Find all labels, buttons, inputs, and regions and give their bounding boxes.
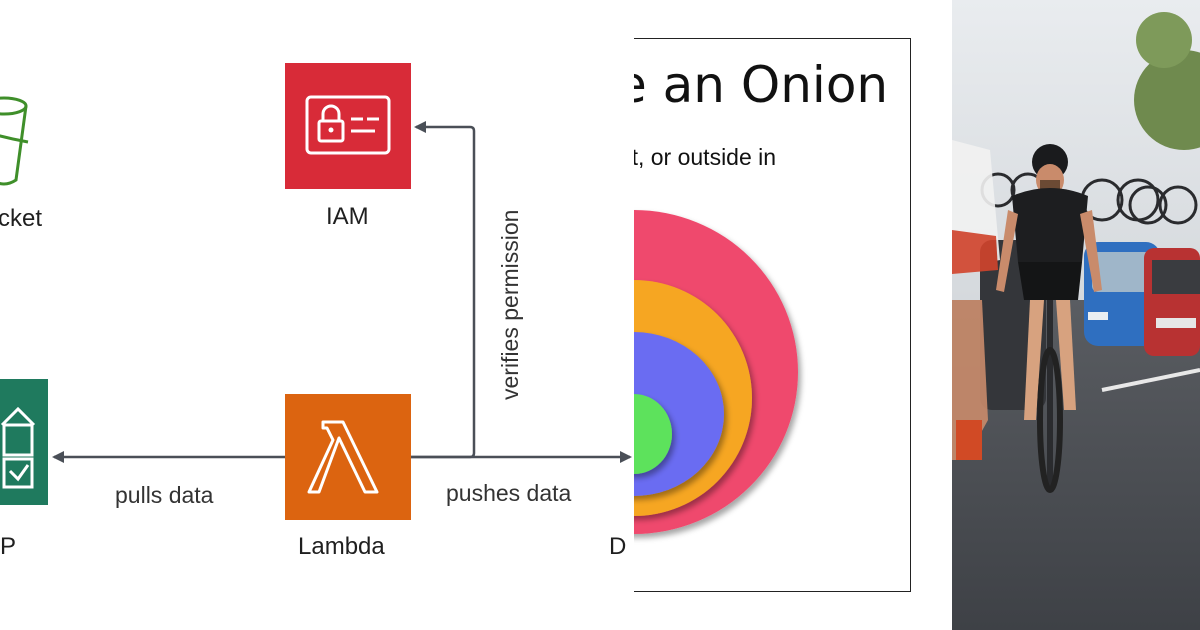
onion-layer-inner bbox=[634, 394, 672, 474]
blurred-rider bbox=[952, 140, 1000, 460]
document-icon bbox=[0, 406, 36, 489]
left-service-box bbox=[0, 379, 48, 505]
left-service-label: P bbox=[0, 533, 17, 560]
pulls-data-label: pulls data bbox=[115, 482, 214, 508]
bucket-icon bbox=[0, 96, 29, 186]
bucket-label: cket bbox=[0, 205, 43, 232]
diagram-connectors bbox=[52, 121, 632, 463]
iam-label: IAM bbox=[326, 203, 369, 230]
slide-subtitle: out, or outside in bbox=[634, 144, 777, 170]
lambda-label: Lambda bbox=[298, 533, 385, 560]
lambda-service-box bbox=[285, 394, 411, 520]
onion-layers-graphic bbox=[634, 210, 798, 534]
architecture-diagram: cket IAM Lambda P D pulls data pushe bbox=[0, 63, 632, 560]
cyclist-figure bbox=[996, 144, 1102, 493]
lambda-icon bbox=[307, 420, 379, 494]
verifies-permission-label: verifies permission bbox=[497, 209, 523, 400]
id-card-lock-icon bbox=[305, 95, 391, 155]
cyclists-photo bbox=[952, 0, 1200, 630]
pushes-data-label: pushes data bbox=[446, 480, 572, 506]
onion-slide: e an Onion out, or outside in bbox=[634, 0, 952, 630]
right-service-label: D bbox=[609, 533, 627, 560]
verifies-permission-arrow bbox=[411, 121, 476, 459]
slide-title: e an Onion bbox=[634, 56, 889, 114]
iam-service-box bbox=[285, 63, 411, 189]
cyclists-photo-illustration bbox=[952, 0, 1200, 630]
